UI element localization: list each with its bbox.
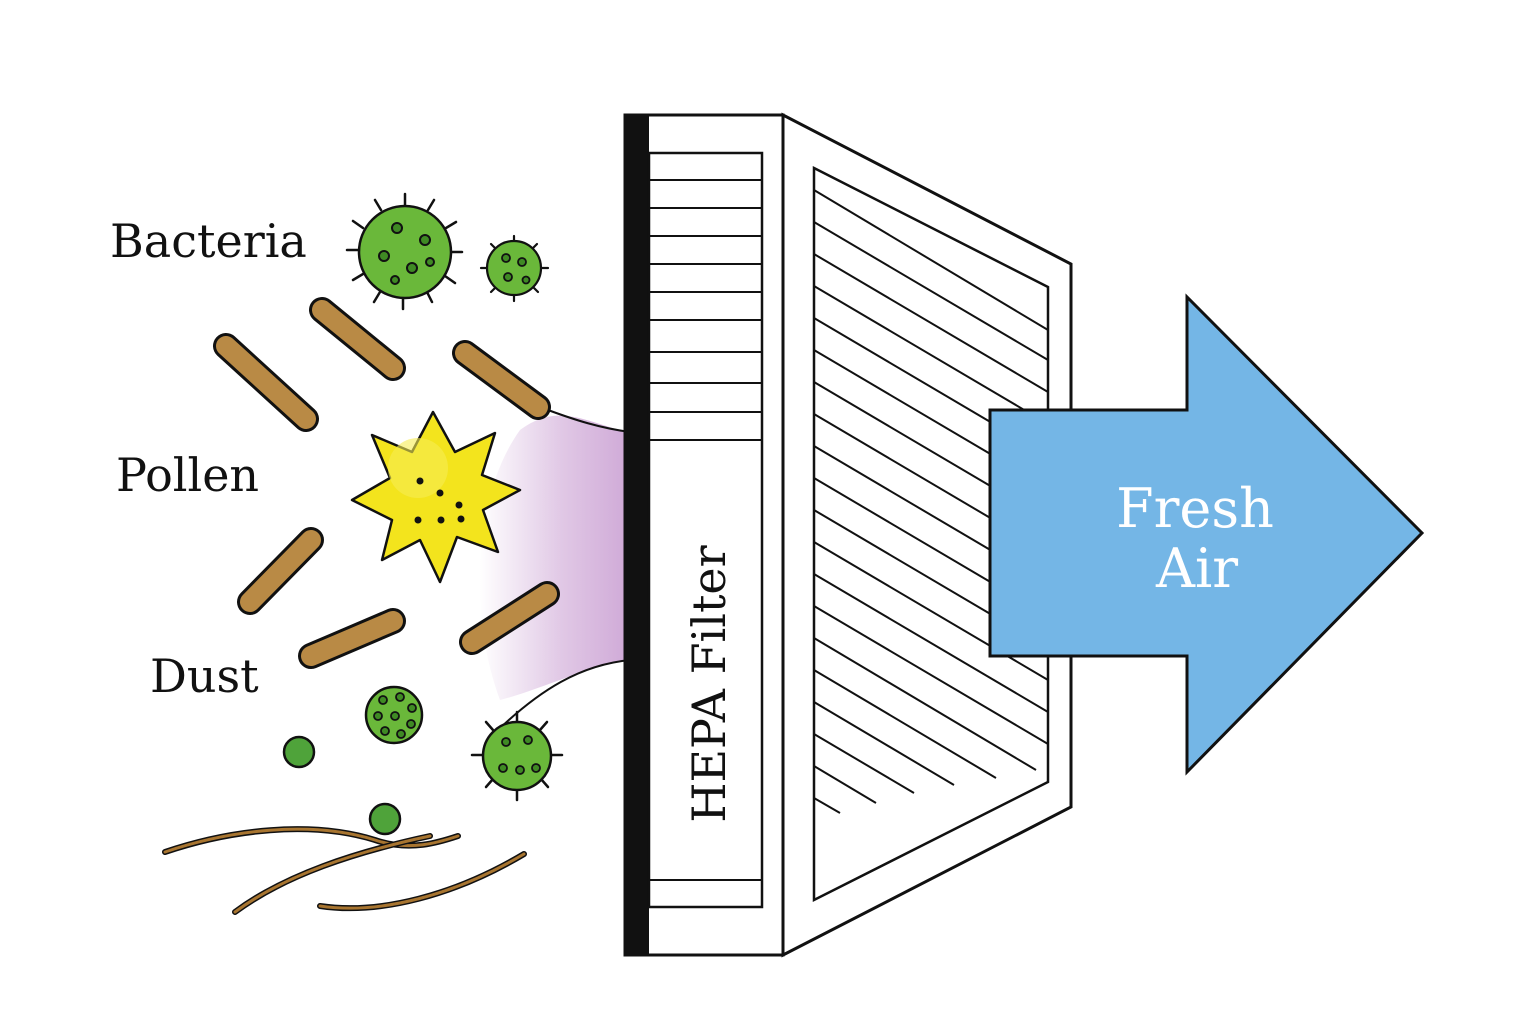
pollen-label: Pollen bbox=[116, 448, 259, 502]
dust-label: Dust bbox=[150, 649, 259, 703]
fresh-air-label-line1: Fresh bbox=[1116, 477, 1274, 540]
fresh-air-arrow: Fresh Air bbox=[988, 293, 1425, 776]
filter-front-inner bbox=[647, 151, 764, 909]
airflow-upper-curve bbox=[547, 409, 631, 433]
bacteria-icon-large bbox=[345, 192, 464, 311]
airflow-cone bbox=[479, 415, 630, 700]
dust-rod-4 bbox=[237, 527, 324, 615]
filter-side-inner bbox=[812, 165, 1050, 903]
pollen-icon bbox=[350, 410, 522, 584]
bacteria-icon-lower-right bbox=[470, 710, 564, 802]
dust-dot-2 bbox=[368, 802, 402, 836]
fiber-3 bbox=[317, 851, 527, 912]
filter-label: HEPA Filter bbox=[682, 545, 736, 822]
dust-rod-1 bbox=[213, 333, 319, 432]
fibers bbox=[162, 826, 527, 915]
dust-rod-6 bbox=[459, 581, 560, 655]
fresh-air-label-line2: Air bbox=[1155, 537, 1238, 600]
filter-front-border bbox=[625, 115, 649, 955]
dust-rod-2 bbox=[309, 297, 406, 381]
airflow-lower-curve bbox=[497, 659, 631, 731]
dust-rod-5 bbox=[298, 608, 406, 669]
hepa-filter: HEPA Filter bbox=[623, 112, 1073, 958]
bacteria-icon-lower-left bbox=[364, 685, 424, 745]
dust-rods bbox=[213, 297, 560, 669]
dust-rod-3 bbox=[452, 340, 551, 420]
filter-front-pleats bbox=[649, 179, 762, 881]
filter-side-pleats bbox=[813, 189, 1049, 814]
dust-dot-1 bbox=[282, 735, 316, 769]
bacteria-label: Bacteria bbox=[110, 214, 307, 268]
bacteria-icon-small bbox=[479, 234, 550, 303]
